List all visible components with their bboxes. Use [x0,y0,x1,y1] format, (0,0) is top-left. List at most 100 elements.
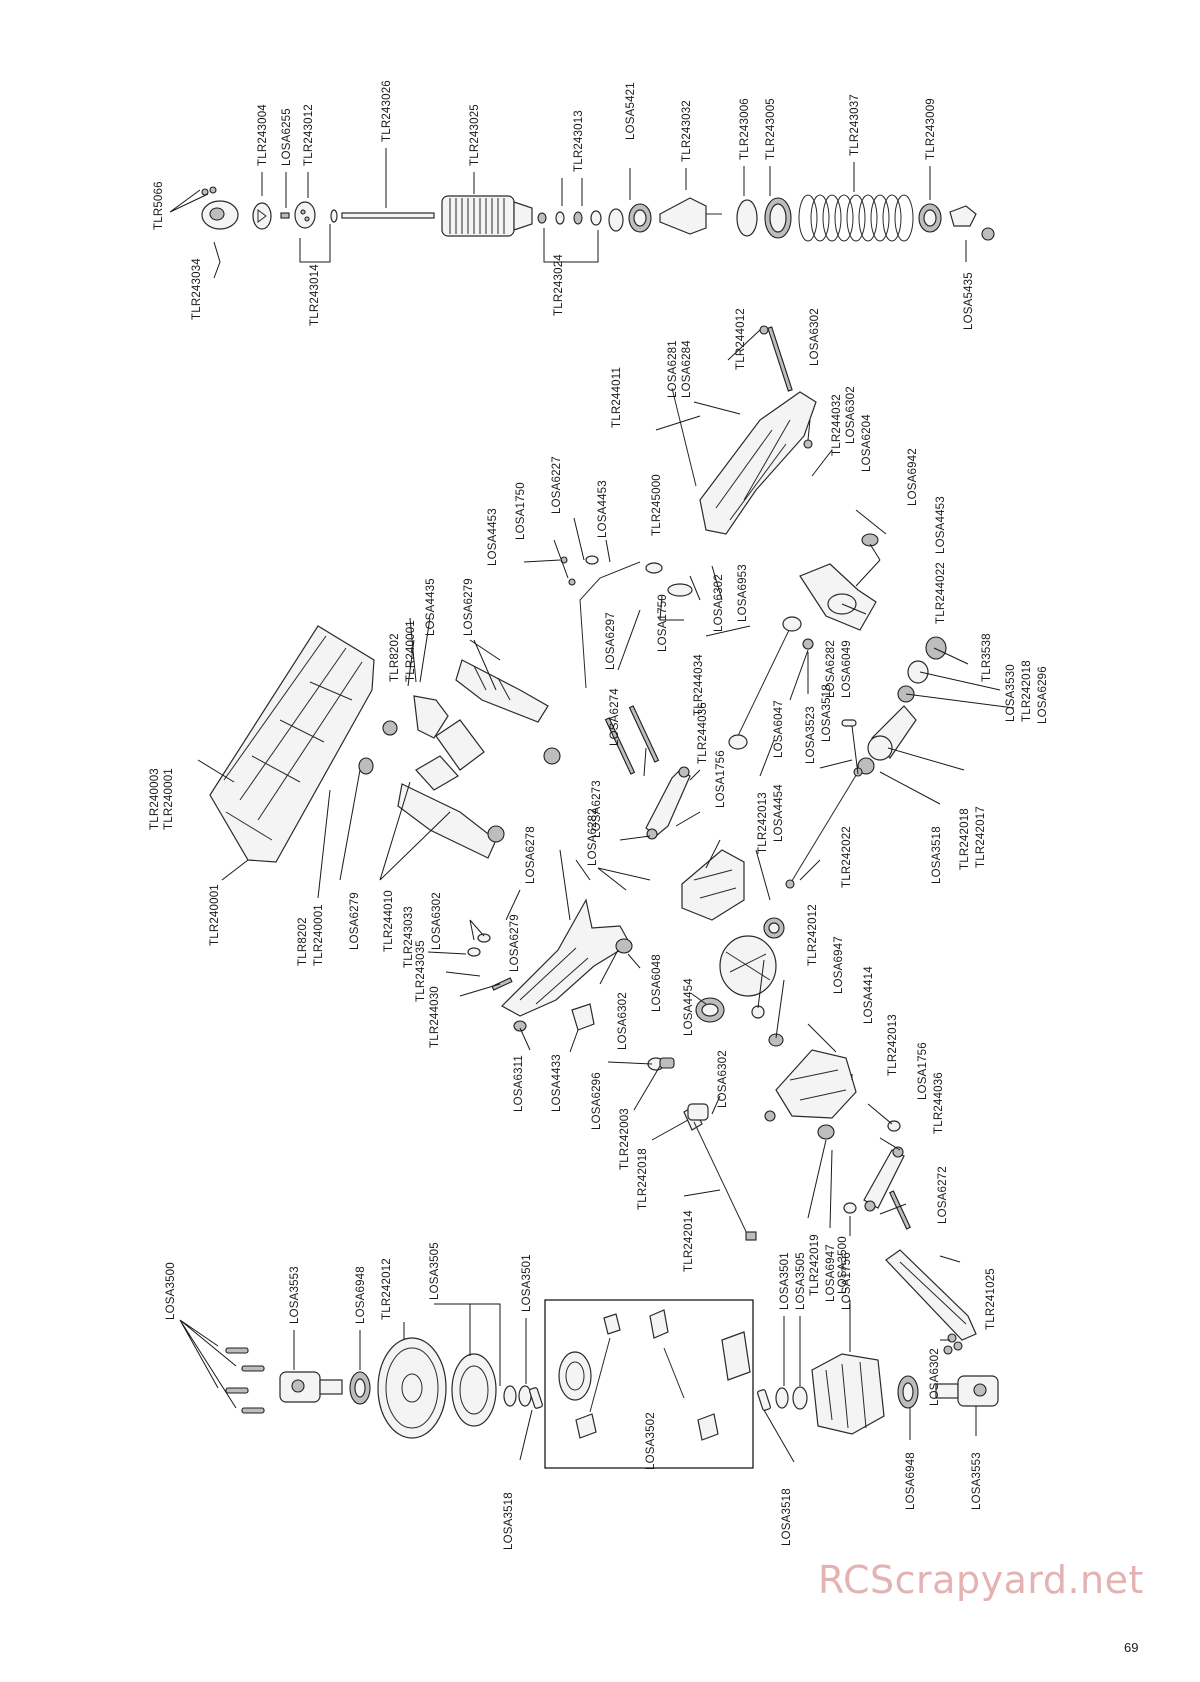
part-label: LOSA4435 [425,578,437,636]
part-label: TLR242017 [975,806,987,868]
part-label: TLR244010 [383,890,395,952]
part-label: TLR244030 [429,986,441,1048]
part-label: LOSA6279 [509,914,521,972]
part-label: LOSA6282 [587,808,599,866]
driveshaft-part [785,767,863,889]
part-label: LOSA3518 [821,684,833,742]
part-label: LOSA6302 [431,892,443,950]
part-label: LOSA4454 [773,784,785,842]
part-label: LOSA3518 [781,1488,793,1546]
part-label: LOSA4453 [935,496,947,554]
part-label: LOSA6278 [525,826,537,884]
part-label: LOSA3553 [971,1452,983,1510]
part-label: LOSA6279 [463,578,475,636]
part-label: LOSA1750 [657,594,669,652]
camber-link-part [728,616,814,750]
part-label: LOSA6942 [907,448,919,506]
page-number: 69 [1124,1640,1139,1655]
part-label: TLR244036 [697,702,709,764]
part-label: LOSA6302 [929,1348,941,1406]
part-label: LOSA3530 [1005,664,1017,722]
part-label: TLR243012 [303,104,315,166]
part-label: LOSA3518 [503,1492,515,1550]
shock-piston-part [294,201,316,229]
part-label: TLR243033 [403,906,415,968]
rear-differential-part [695,935,784,1047]
diff-outdrive-right-part [935,1375,999,1407]
shock-screw-part [280,212,290,219]
part-label: LOSA3501 [779,1252,791,1310]
part-label: LOSA3518 [931,826,943,884]
part-label: TLR243013 [573,110,585,172]
part-labels: TLR5066 TLR243034 TLR243004 LOSA6255 TLR… [149,80,1049,1550]
part-label: TLR242019 [809,1234,821,1296]
rear-bumper-brace-part [885,1249,977,1355]
part-label: LOSA6274 [609,688,621,746]
part-label: LOSA1756 [715,750,727,808]
toe-link-part [604,705,691,840]
part-label: LOSA4454 [683,978,695,1036]
rear-gearbox-lower-part [764,1049,857,1140]
part-label: TLR240001 [405,620,417,682]
part-label: LOSA1756 [841,1252,853,1310]
part-label: TLR244032 [831,394,843,456]
part-label: TLR242013 [887,1014,899,1076]
part-label: LOSA4433 [551,1054,563,1112]
part-label: TLR245000 [651,474,663,536]
part-label: LOSA6296 [1037,666,1049,724]
part-label: LOSA6947 [825,1244,837,1302]
part-label: LOSA6302 [809,308,821,366]
differential-exploded-assembly [225,1299,999,1469]
part-label: TLR242018 [637,1148,649,1210]
part-label: TLR241025 [985,1268,997,1330]
part-label: LOSA6273 [591,780,603,838]
shock-body-part [441,195,533,237]
part-label: TLR242012 [381,1258,393,1320]
part-label: TLR243024 [553,254,565,316]
part-label: TLR244022 [935,562,947,624]
rear-chassis-brace-part [467,898,633,1032]
part-label: LOSA6281 [667,340,679,398]
part-label: LOSA6296 [591,1072,603,1130]
part-label: TLR242018 [1021,660,1033,722]
part-label: TLR243006 [739,98,751,160]
part-label: TLR242014 [683,1210,695,1272]
part-label: LOSA3505 [795,1252,807,1310]
part-label: LOSA6297 [605,612,617,670]
part-label: TLR242018 [959,808,971,870]
part-label: LOSA4453 [597,480,609,538]
shock-rod-end-part [949,205,977,227]
hub-carrier-part [799,533,879,631]
part-label: LOSA6282 [825,640,837,698]
shock-boot-part [659,197,707,235]
diff-outdrive-part [279,1371,343,1403]
part-label: LOSA6284 [681,340,693,398]
part-label: LOSA1756 [917,1042,929,1100]
part-label: LOSA4414 [863,966,875,1024]
diff-ring-gear-part [377,1337,447,1439]
part-label: LOSA6227 [551,456,563,514]
part-label: LOSA1750 [515,482,527,540]
diff-gasket-part [451,1353,497,1427]
part-label: LOSA3500 [165,1262,177,1320]
part-label: TLR8202 [297,917,309,966]
wing-mount-parts [358,659,561,859]
part-label: LOSA6048 [651,954,663,1012]
part-label: LOSA6302 [845,386,857,444]
part-label: TLR243009 [925,98,937,160]
part-label: LOSA6302 [617,992,629,1050]
part-label: TLR244034 [693,654,705,716]
part-label: LOSA6311 [513,1055,525,1112]
part-label: TLR8202 [389,633,401,682]
part-label: LOSA6302 [717,1050,729,1108]
diff-case-part [811,1353,885,1435]
diff-screws-part [225,1347,265,1414]
shock-seal-part [252,202,272,230]
part-label: LOSA3553 [289,1266,301,1324]
part-label: TLR243005 [765,98,777,160]
leader-lines [169,148,1015,1463]
part-label: TLR243032 [681,100,693,162]
part-label: LOSA3523 [805,706,817,764]
